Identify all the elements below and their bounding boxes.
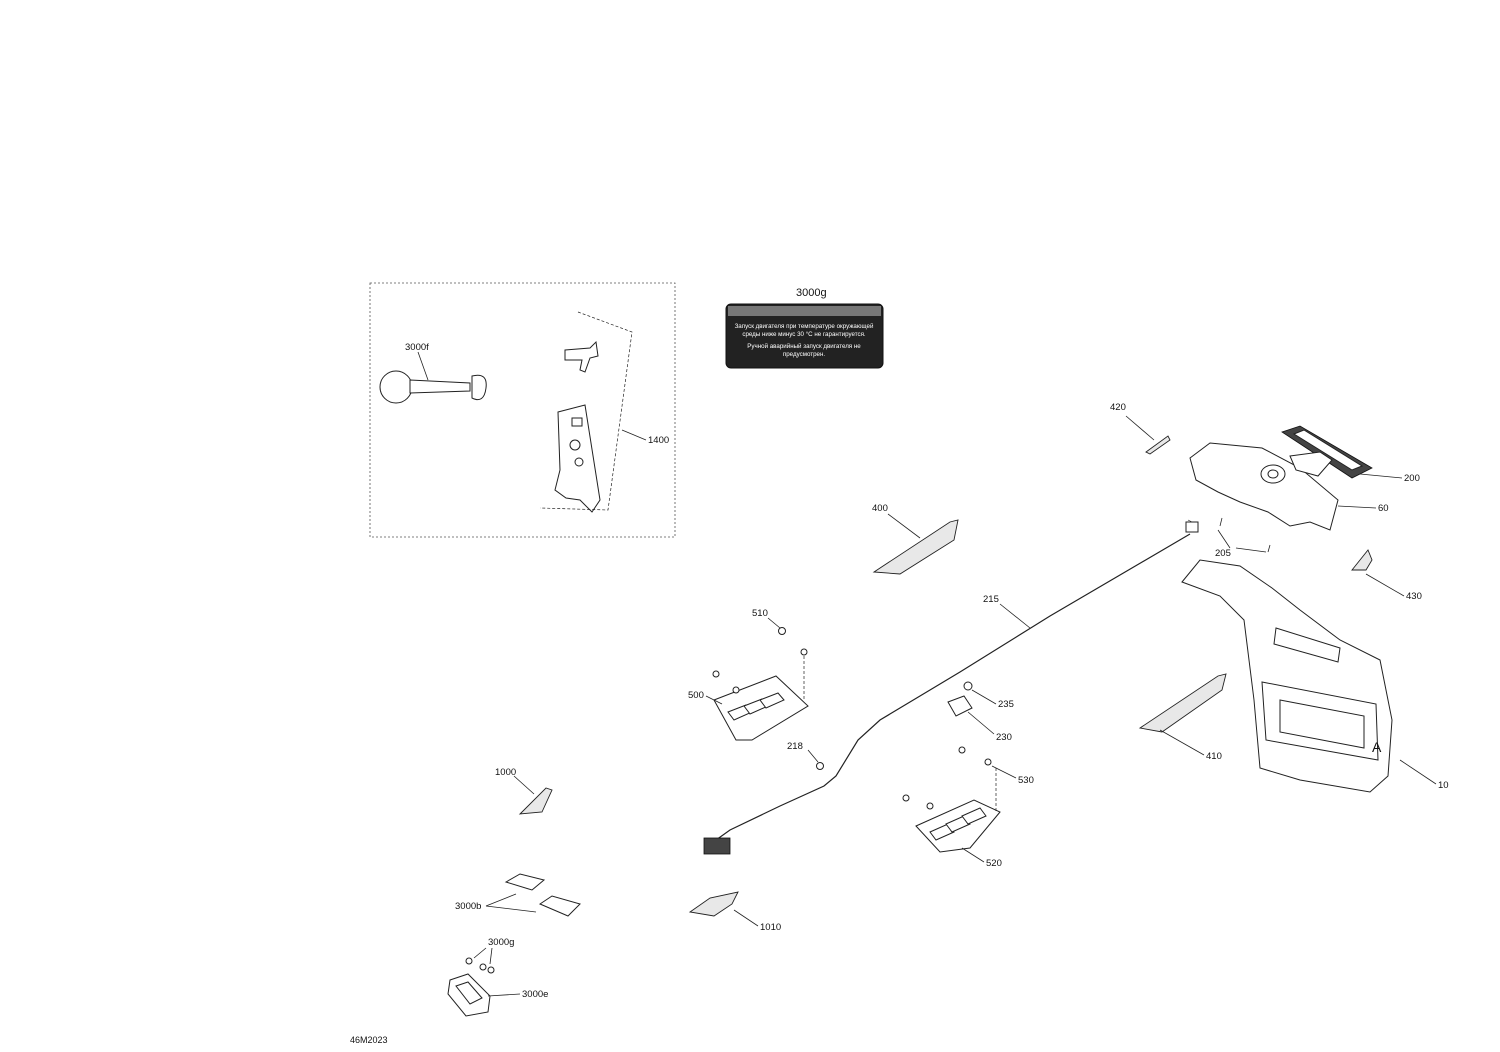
callout-3000b: 3000b [455,901,481,912]
callout-1000: 1000 [495,767,516,778]
harness-215 [703,519,1199,855]
callout-430: 430 [1406,591,1422,602]
callout-530: 530 [1018,775,1034,786]
decal-1010 [688,891,739,917]
callout-420: 420 [1110,402,1126,413]
decal-430 [1351,549,1373,571]
decal-420 [1145,435,1171,455]
console-60 [1189,442,1377,531]
warning-line-1: Запуск двигателя при температуре окружаю… [735,323,874,330]
nut-235 [963,681,997,705]
screws-3000g [465,947,495,974]
callout-215: 215 [983,594,999,605]
decal-410 [1138,673,1227,733]
callout-60: 60 [1378,503,1389,514]
callout-200: 200 [1404,473,1420,484]
mirror-3000f [379,351,487,404]
pads-3000b [485,873,581,917]
decal-400 [872,519,959,575]
callout-230: 230 [996,732,1012,743]
callout-235: 235 [998,699,1014,710]
screw-530 [958,746,1017,779]
callout-400: 400 [872,503,888,514]
callout-3000e: 3000e [522,989,548,1000]
drawing-code: 46M2023 [350,1035,388,1045]
svg-text:A: A [1372,739,1382,755]
callout-3000g: 3000g [488,937,514,948]
warning-line-3: Ручной аварийный запуск двигателя не [747,343,861,350]
callout-410: 410 [1206,751,1222,762]
decal-1000 [518,787,553,815]
screws-205 [1217,517,1271,553]
warning-line-4: предусмотрен. [783,351,826,358]
callout-510: 510 [752,608,768,619]
screw-510 [767,617,786,635]
callout-3000f: 3000f [405,342,429,353]
callout-218: 218 [787,741,803,752]
plate-500 [705,648,809,741]
gauge-200 [1281,425,1403,479]
front-panel-10: A [1181,559,1437,793]
nut-218 [807,749,824,770]
warning-line-2: среды ниже минус 30 °C не гарантируется. [742,331,866,338]
clip-230 [947,695,995,735]
tool-kit-box [369,282,676,538]
warning-decal-title: 3000g [796,287,827,299]
callout-500: 500 [688,690,704,701]
callout-205: 205 [1215,548,1231,559]
bracket-3000e [447,973,521,1017]
warning-decal: Запуск двигателя при температуре окружаю… [725,303,884,369]
callout-520: 520 [986,858,1002,869]
callout-1010: 1010 [760,922,781,933]
callout-1400: 1400 [648,435,669,446]
tool-1400 [539,311,647,513]
callout-10: 10 [1438,780,1449,791]
plate-520 [902,768,1001,863]
